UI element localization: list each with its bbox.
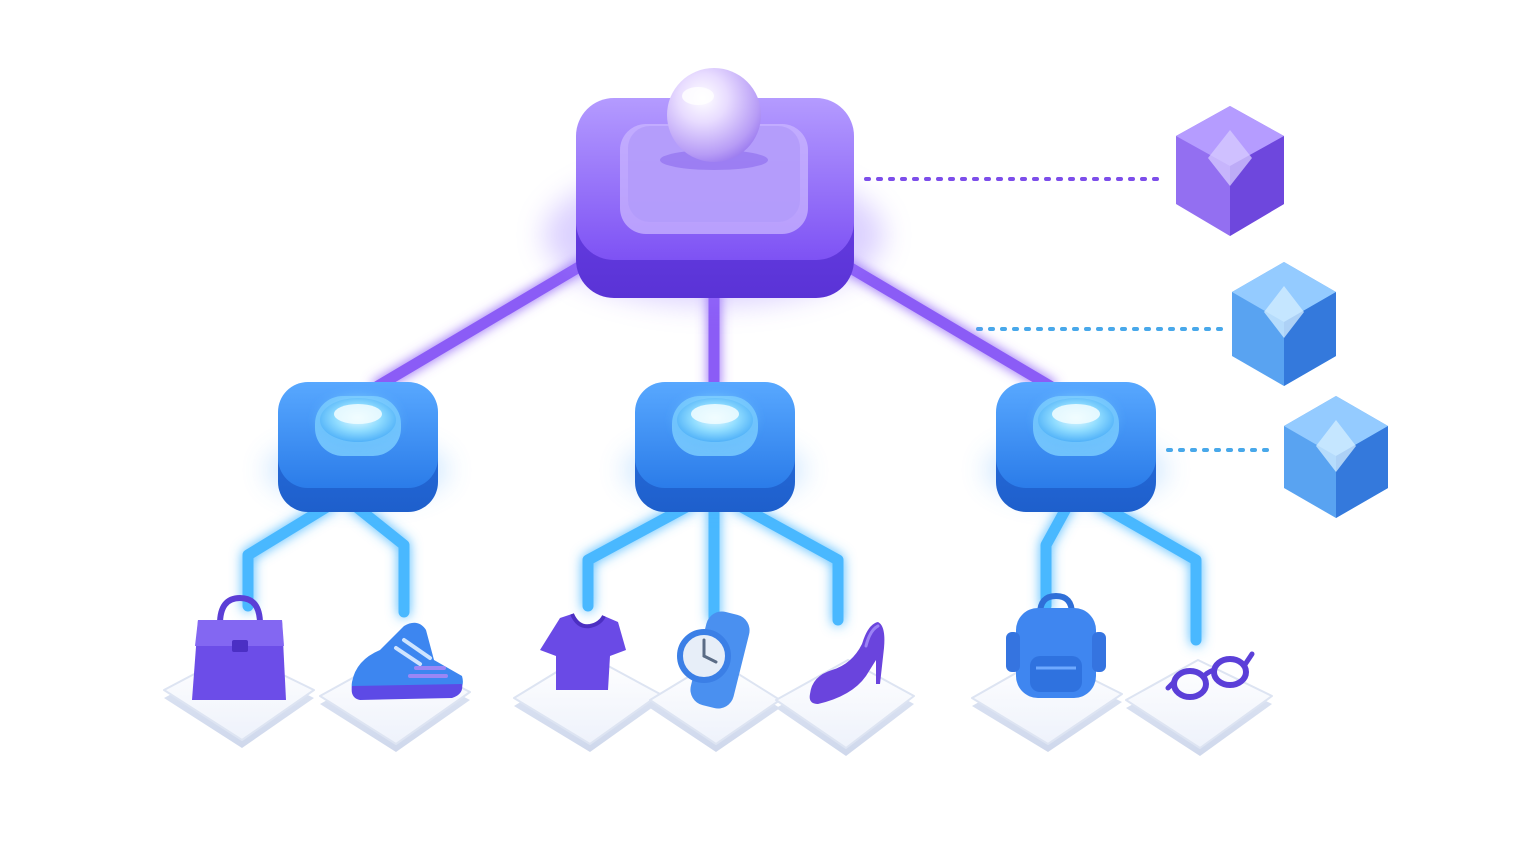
lens-icon [315,396,401,456]
handbag-icon [192,594,286,700]
backpack-icon [1006,592,1106,698]
lens-icon [672,396,758,456]
link-cat2-heel [732,499,844,626]
link-cat3-glasses [1094,499,1202,646]
root-node[interactable] [544,68,884,305]
gem-cube-icon [1284,396,1388,518]
link-cat1-sneaker [348,499,410,618]
high-heel-icon [809,622,885,704]
tshirt-icon [540,613,626,690]
link-cat1-handbag [242,499,336,612]
link-cat2-tshirt [582,499,696,612]
category-node-2[interactable] [624,382,804,512]
gem-cube-icon [1176,106,1284,236]
glasses-icon [1165,651,1255,700]
watch-icon [677,611,750,709]
side-gem-links [864,177,1278,452]
category-links [242,499,1202,646]
category-node-3[interactable] [986,382,1166,512]
category-node-1[interactable] [267,382,447,512]
sphere-icon [660,68,768,170]
lens-icon [1033,396,1119,456]
link-cat3-backpack [1040,499,1074,612]
gem-cube-icon [1232,262,1336,386]
sneaker-icon [351,622,463,700]
